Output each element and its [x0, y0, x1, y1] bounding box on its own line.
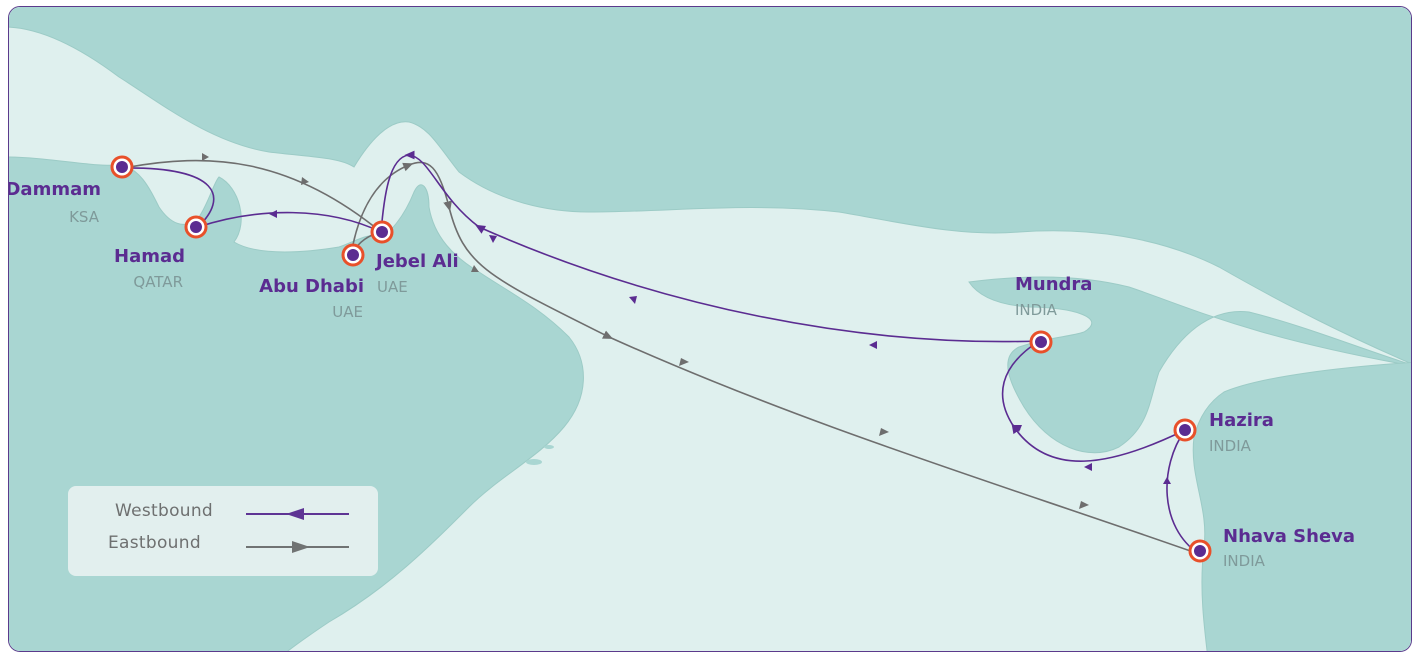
island-1 — [526, 459, 542, 465]
arrow-west-6 — [1014, 425, 1022, 432]
port-name-jebelali: Jebel Ali — [376, 251, 459, 272]
arrow-west-7 — [1163, 477, 1171, 484]
port-name-nhavasheva: Nhava Sheva — [1223, 526, 1356, 547]
route-west-jebelali-hamad — [197, 211, 382, 233]
port-name-mundra: Mundra — [1015, 274, 1093, 295]
arrow-east-1 — [202, 153, 209, 161]
route-west-hazira-mundra — [1001, 340, 1186, 462]
route-west-hamad-dammam — [123, 167, 215, 228]
port-name-dammam: Dammam — [8, 179, 101, 200]
legend: Westbound Eastbound — [68, 486, 378, 576]
legend-eastbound-line — [246, 541, 349, 553]
arrow-west-4 — [269, 210, 277, 218]
arrow-east-5 — [879, 428, 889, 436]
route-map: Dammam KSA Hamad QATAR Abu Dhabi UAE Jeb… — [8, 6, 1412, 652]
route-arrows — [202, 153, 1171, 509]
arrow-east-6 — [1079, 501, 1089, 509]
port-marker-mundra[interactable] — [1029, 330, 1053, 354]
land-india-coast — [1192, 362, 1411, 651]
port-country-hamad: QATAR — [133, 273, 183, 291]
port-country-hazira: INDIA — [1209, 437, 1251, 455]
port-name-hazira: Hazira — [1209, 410, 1274, 431]
islands — [269, 269, 554, 465]
port-marker-nhavasheva[interactable] — [1188, 539, 1212, 563]
port-marker-hamad[interactable] — [184, 215, 208, 239]
arrow-west-1 — [869, 341, 877, 349]
arrow-west-2 — [629, 296, 637, 304]
port-country-nhavasheva: INDIA — [1223, 552, 1265, 570]
port-country-dammam: KSA — [69, 208, 99, 226]
port-name-abudhabi: Abu Dhabi — [259, 276, 364, 297]
route-west-nhavasheva-hazira — [1166, 429, 1200, 555]
port-marker-hazira[interactable] — [1173, 418, 1197, 442]
port-marker-dammam[interactable] — [110, 155, 134, 179]
island-2 — [544, 445, 554, 449]
port-country-abudhabi: UAE — [332, 303, 363, 321]
legend-westbound-label: Westbound — [115, 501, 214, 521]
legend-eastbound-label: Eastbound — [108, 533, 201, 553]
route-east-dammam-jebelali — [123, 159, 382, 233]
arrow-east-3 — [471, 265, 479, 272]
island-3 — [269, 269, 289, 275]
port-country-mundra: INDIA — [1015, 301, 1057, 319]
arrow-east-2 — [301, 177, 309, 185]
legend-swatches — [246, 508, 349, 553]
port-marker-jebelali[interactable] — [370, 220, 394, 244]
port-markers — [110, 155, 1212, 563]
arrow-west-3 — [489, 235, 497, 243]
arrow-east-4 — [679, 358, 689, 366]
westbound-routes — [123, 150, 1200, 555]
route-west-mundra-jebelali — [380, 150, 1040, 343]
port-name-hamad: Hamad — [114, 246, 185, 267]
arrow-west-5 — [1084, 463, 1092, 471]
port-marker-abudhabi[interactable] — [341, 243, 365, 267]
port-country-jebelali: UAE — [377, 278, 408, 296]
legend-westbound-line — [246, 508, 349, 520]
land-india — [968, 276, 1411, 454]
